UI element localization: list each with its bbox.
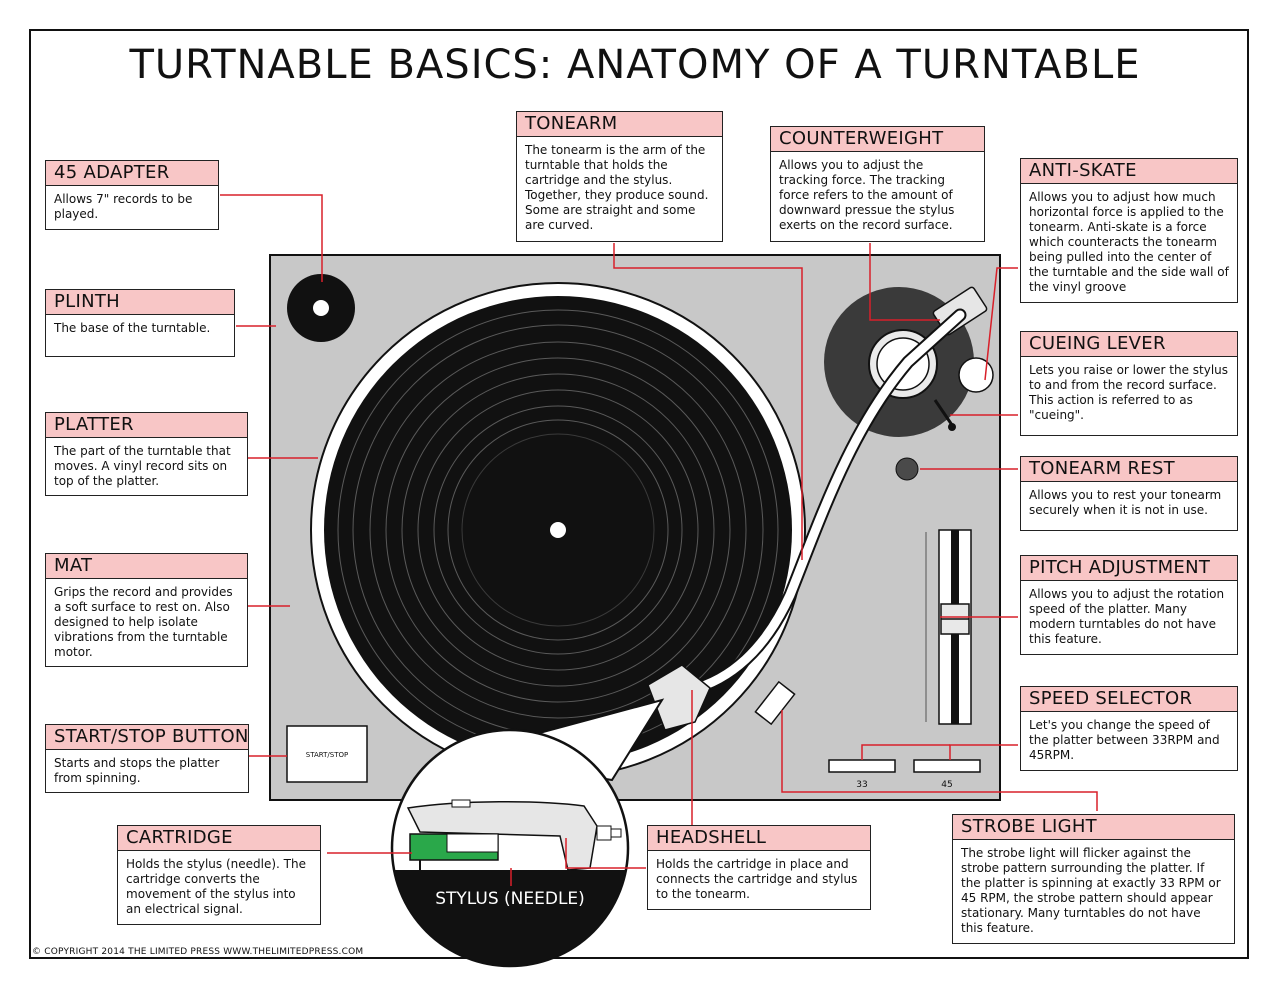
label-cueing-lever: CUEING LEVER Lets you raise or lower the… (1020, 331, 1238, 436)
start-stop-button-label: START/STOP (306, 751, 348, 759)
label-mat-text: Grips the record and provides a soft sur… (54, 585, 233, 659)
record-grooves (337, 309, 779, 751)
copyright-notice: © COPYRIGHT 2014 THE LIMITED PRESS WWW.T… (32, 947, 364, 957)
label-45-adapter: 45 ADAPTER Allows 7" records to be playe… (45, 160, 219, 230)
label-cartridge: CARTRIDGE Holds the stylus (needle). The… (117, 825, 321, 925)
label-cartridge-title: CARTRIDGE (118, 826, 320, 851)
speed-button-45 (913, 759, 981, 773)
label-cueing-lever-text: Lets you raise or lower the stylus to an… (1029, 363, 1229, 422)
label-counterweight: COUNTERWEIGHT Allows you to adjust the t… (770, 126, 985, 242)
cueing-lever (958, 357, 994, 393)
label-tonearm-title: TONEARM (517, 112, 722, 137)
label-plinth-text: The base of the turntable. (54, 321, 211, 335)
label-cueing-lever-title: CUEING LEVER (1021, 332, 1237, 357)
tonearm-rest (895, 457, 919, 481)
label-tonearm: TONEARM The tonearm is the arm of the tu… (516, 111, 723, 242)
speed-label-45: 45 (941, 780, 952, 790)
stylus-label: STYLUS (NEEDLE) (435, 889, 585, 909)
label-counterweight-text: Allows you to adjust the tracking force.… (779, 158, 955, 232)
label-speed-selector-title: SPEED SELECTOR (1021, 687, 1237, 712)
label-anti-skate: ANTI-SKATE Allows you to adjust how much… (1020, 158, 1238, 303)
label-speed-selector: SPEED SELECTOR Let's you change the spee… (1020, 686, 1238, 771)
label-platter-text: The part of the turntable that moves. A … (54, 444, 231, 488)
label-pitch-adjustment-title: PITCH ADJUSTMENT (1021, 556, 1237, 581)
label-strobe-light-title: STROBE LIGHT (953, 815, 1234, 840)
label-pitch-adjustment: PITCH ADJUSTMENT Allows you to adjust th… (1020, 555, 1238, 655)
speed-button-33 (828, 759, 896, 773)
label-speed-selector-text: Let's you change the speed of the platte… (1029, 718, 1220, 762)
label-tonearm-rest: TONEARM REST Allows you to rest your ton… (1020, 456, 1238, 531)
speed-label-33: 33 (856, 780, 867, 790)
label-cartridge-text: Holds the stylus (needle). The cartridge… (126, 857, 306, 916)
label-pitch-adjustment-text: Allows you to adjust the rotation speed … (1029, 587, 1225, 646)
label-plinth: PLINTH The base of the turntable. (45, 289, 235, 357)
label-start-stop-button-title: START/STOP BUTTON (46, 725, 248, 750)
label-counterweight-title: COUNTERWEIGHT (771, 127, 984, 152)
label-platter: PLATTER The part of the turntable that m… (45, 412, 248, 496)
label-start-stop-button-text: Starts and stops the platter from spinni… (54, 756, 220, 785)
label-platter-title: PLATTER (46, 413, 247, 438)
headshell (647, 664, 711, 731)
label-mat-title: MAT (46, 554, 247, 579)
label-45-adapter-text: Allows 7" records to be played. (54, 192, 193, 221)
strobe-light (754, 680, 796, 726)
spindle (550, 522, 566, 538)
page-title: TURTNABLE BASICS: ANATOMY OF A TURNTABLE (129, 42, 1141, 88)
label-mat: MAT Grips the record and provides a soft… (45, 553, 248, 667)
label-45-adapter-title: 45 ADAPTER (46, 161, 218, 186)
label-headshell: HEADSHELL Holds the cartridge in place a… (647, 825, 871, 910)
label-start-stop-button: START/STOP BUTTON Starts and stops the p… (45, 724, 249, 793)
label-strobe-light-text: The strobe light will flicker against th… (961, 846, 1221, 935)
zoom-record-surface (392, 870, 628, 966)
label-tonearm-text: The tonearm is the arm of the turntable … (525, 143, 709, 232)
label-anti-skate-title: ANTI-SKATE (1021, 159, 1237, 184)
label-headshell-text: Holds the cartridge in place and connect… (656, 857, 858, 901)
label-headshell-title: HEADSHELL (648, 826, 870, 851)
label-tonearm-rest-title: TONEARM REST (1021, 457, 1237, 482)
label-anti-skate-text: Allows you to adjust how much horizontal… (1029, 190, 1229, 294)
start-stop-button (286, 725, 368, 783)
label-plinth-title: PLINTH (46, 290, 234, 315)
label-tonearm-rest-text: Allows you to rest your tonearm securely… (1029, 488, 1222, 517)
leader-lines (220, 194, 1098, 886)
label-strobe-light: STROBE LIGHT The strobe light will flick… (952, 814, 1235, 944)
